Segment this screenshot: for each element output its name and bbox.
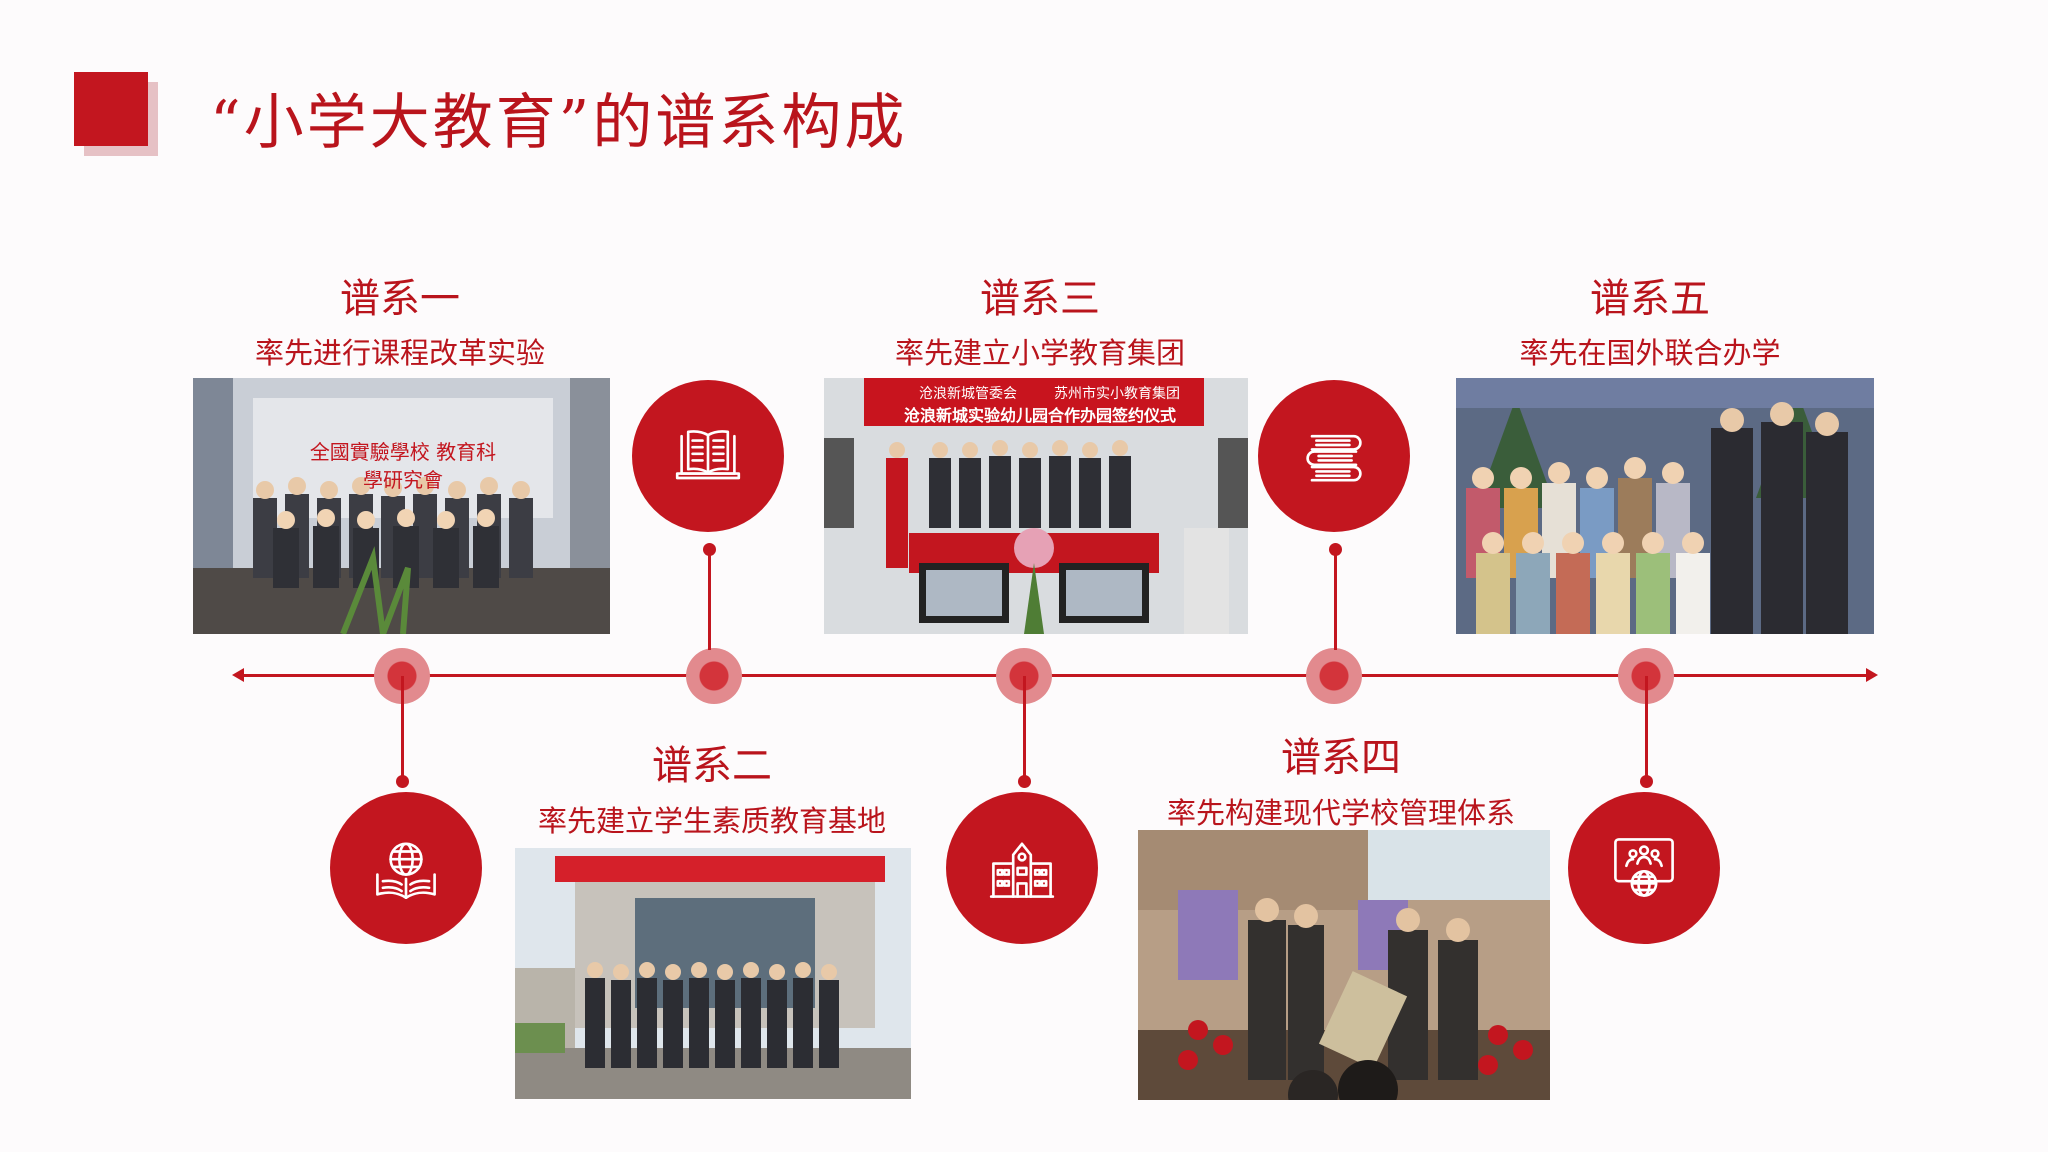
icon-circle-3 [946, 792, 1098, 944]
phase-1-subtitle: 率先进行课程改革实验 [254, 336, 545, 370]
photo-phase-2 [515, 848, 911, 1099]
book-stack-icon [1306, 434, 1362, 482]
school-building-icon [989, 842, 1055, 898]
timeline-line [240, 674, 1870, 677]
page-title: “小学大教育”的谱系构成 [210, 88, 908, 158]
timeline-arrow-right [1866, 668, 1878, 682]
photo-phase-1: 全國實驗學校 教育科學研究會 [193, 378, 610, 634]
phase-5-subtitle: 率先在国外联合办学 [1519, 336, 1781, 370]
phase-2-subtitle: 率先建立学生素质教育基地 [537, 804, 886, 838]
phase-2-title: 谱系二 [652, 743, 772, 789]
connector-dot-5 [1640, 775, 1653, 788]
phase-3-subtitle: 率先建立小学教育集团 [894, 336, 1185, 370]
connector-dot-4 [1329, 543, 1342, 556]
phase-4-subtitle: 率先构建现代学校管理体系 [1166, 796, 1515, 830]
photo-3-banner-left: 沧浪新城管委会 [919, 386, 1017, 402]
timeline-arrow-left [232, 668, 244, 682]
photo-1-scene [193, 378, 610, 634]
phase-1-title: 谱系一 [340, 276, 460, 322]
icon-circle-4 [1258, 380, 1410, 532]
icon-circle-5 [1568, 792, 1720, 944]
photo-5-scene [1456, 378, 1874, 634]
photo-1-banner: 全國實驗學校 教育科學研究會 [309, 440, 497, 492]
photo-2-scene [515, 848, 911, 1099]
phase-5-title: 谱系五 [1590, 276, 1710, 322]
photo-3-banner-main: 沧浪新城实验幼儿园合作办园签约仪式 [904, 406, 1177, 425]
photo-3-banner-right: 苏州市实小教育集团 [1054, 386, 1180, 402]
icon-circle-2 [632, 380, 784, 532]
photo-phase-3: 沧浪新城管委会 苏州市实小教育集团 沧浪新城实验幼儿园合作办园签约仪式 [824, 378, 1248, 634]
connector-dot-2 [703, 543, 716, 556]
timeline-node-2 [686, 648, 742, 704]
connector-2 [708, 552, 711, 650]
phase-4-title: 谱系四 [1281, 735, 1401, 781]
photo-3-scene [824, 378, 1248, 634]
connector-1 [401, 676, 404, 780]
title-mark-square [74, 72, 148, 146]
open-book-icon [675, 430, 741, 480]
global-people-icon [1614, 838, 1674, 897]
photo-phase-5 [1456, 378, 1874, 634]
book-globe-icon [376, 842, 436, 900]
photo-phase-4 [1138, 830, 1550, 1100]
connector-dot-1 [396, 775, 409, 788]
icon-circle-1 [330, 792, 482, 944]
connector-dot-3 [1018, 775, 1031, 788]
timeline-node-4 [1306, 648, 1362, 704]
connector-4 [1334, 552, 1337, 650]
connector-5 [1645, 676, 1648, 780]
phase-3-title: 谱系三 [980, 276, 1100, 322]
photo-4-scene [1138, 830, 1550, 1100]
title-mark [74, 72, 158, 156]
connector-3 [1023, 676, 1026, 780]
